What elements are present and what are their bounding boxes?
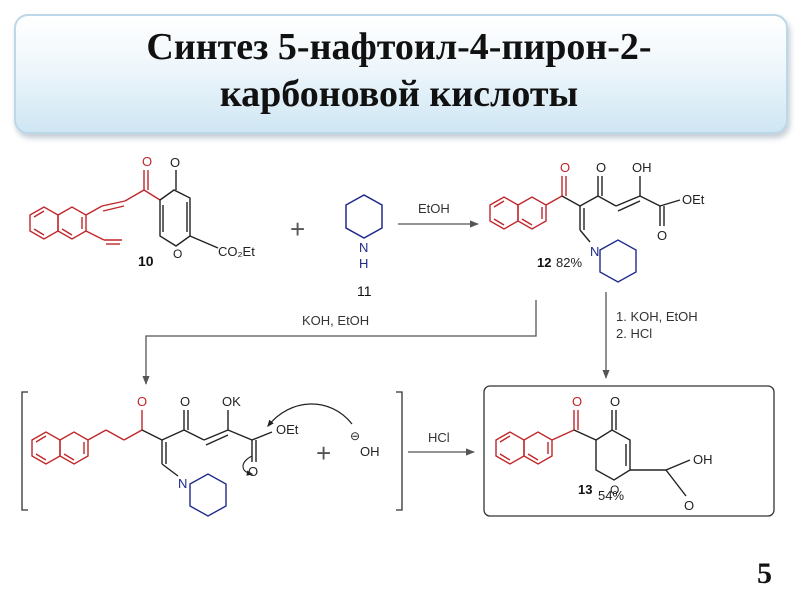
ok-int: OK [222, 394, 241, 409]
o-12a: O [560, 160, 570, 175]
plus-sign-1: + [290, 214, 305, 244]
bracket-left [21, 391, 28, 511]
compound-13: O O O OH O 13 54% [495, 394, 713, 513]
product-13-box [483, 385, 775, 517]
compound-10-label: 10 [138, 253, 154, 269]
bracket-right [396, 391, 403, 511]
compound-12-label: 12 [537, 255, 551, 270]
o-12c: O [657, 228, 667, 243]
plus-sign-2: + [316, 438, 331, 468]
title-line-1: Синтез 5-нафтоил-4-пирон-2- [146, 26, 652, 68]
step2-reagent-2: 2. HCl [616, 326, 652, 341]
naphthalene-ring [29, 206, 87, 240]
o-int-b: O [180, 394, 190, 409]
compound-12-yield: 82% [556, 255, 582, 270]
carbonyl-o: O [142, 154, 152, 169]
ring-o: O [173, 247, 182, 261]
compound-13-yield: 54% [598, 488, 624, 503]
n-int: N [178, 476, 187, 491]
arrow-side-path [142, 300, 537, 385]
o-int-c: O [248, 464, 258, 479]
o-13-ring: O [610, 483, 619, 497]
n-12: N [590, 244, 599, 259]
slide-title: Синтез 5-нафтоил-4-пирон-2- карбоновой к… [14, 24, 784, 118]
naphthoyl-12 [489, 176, 567, 230]
compound-11-label: 11 [357, 283, 372, 299]
compound-12: O O OH OEt O N 12 82% [489, 160, 705, 283]
o-int-a: O [137, 394, 147, 409]
piperidine-h: H [359, 256, 368, 271]
o-13b: O [610, 394, 620, 409]
step2-reagent-1: 1. KOH, EtOH [616, 309, 698, 324]
hydroxide: OH [360, 444, 380, 459]
pyrone-o: O [170, 155, 180, 170]
title-banner [14, 14, 788, 134]
title-line-2: карбоновой кислоты [219, 73, 579, 115]
compound-10: O O O CO₂Et 10 [29, 154, 255, 269]
side-path-reagent: KOH, EtOH [302, 313, 369, 328]
compound-11: N H 11 [345, 194, 383, 299]
piperidine-n: N [359, 240, 368, 255]
step3-reagent: HCl [428, 430, 450, 445]
oh-13: OH [693, 452, 713, 467]
chain-12 [561, 176, 681, 243]
intermediate: O O OK OEt O N [31, 394, 353, 517]
oet-12: OEt [682, 192, 705, 207]
o-13a: O [572, 394, 582, 409]
o-13c: O [684, 498, 694, 513]
o-12b: O [596, 160, 606, 175]
pyrone-ring [159, 170, 219, 249]
step1-reagent: EtOH [418, 201, 450, 216]
page-number: 5 [757, 557, 772, 590]
ester-group: CO₂Et [218, 244, 255, 259]
oet-int: OEt [276, 422, 299, 437]
minus-charge: ⊖ [350, 429, 360, 443]
enone-chain [85, 170, 161, 245]
compound-13-label: 13 [578, 482, 592, 497]
oh-12: OH [632, 160, 652, 175]
